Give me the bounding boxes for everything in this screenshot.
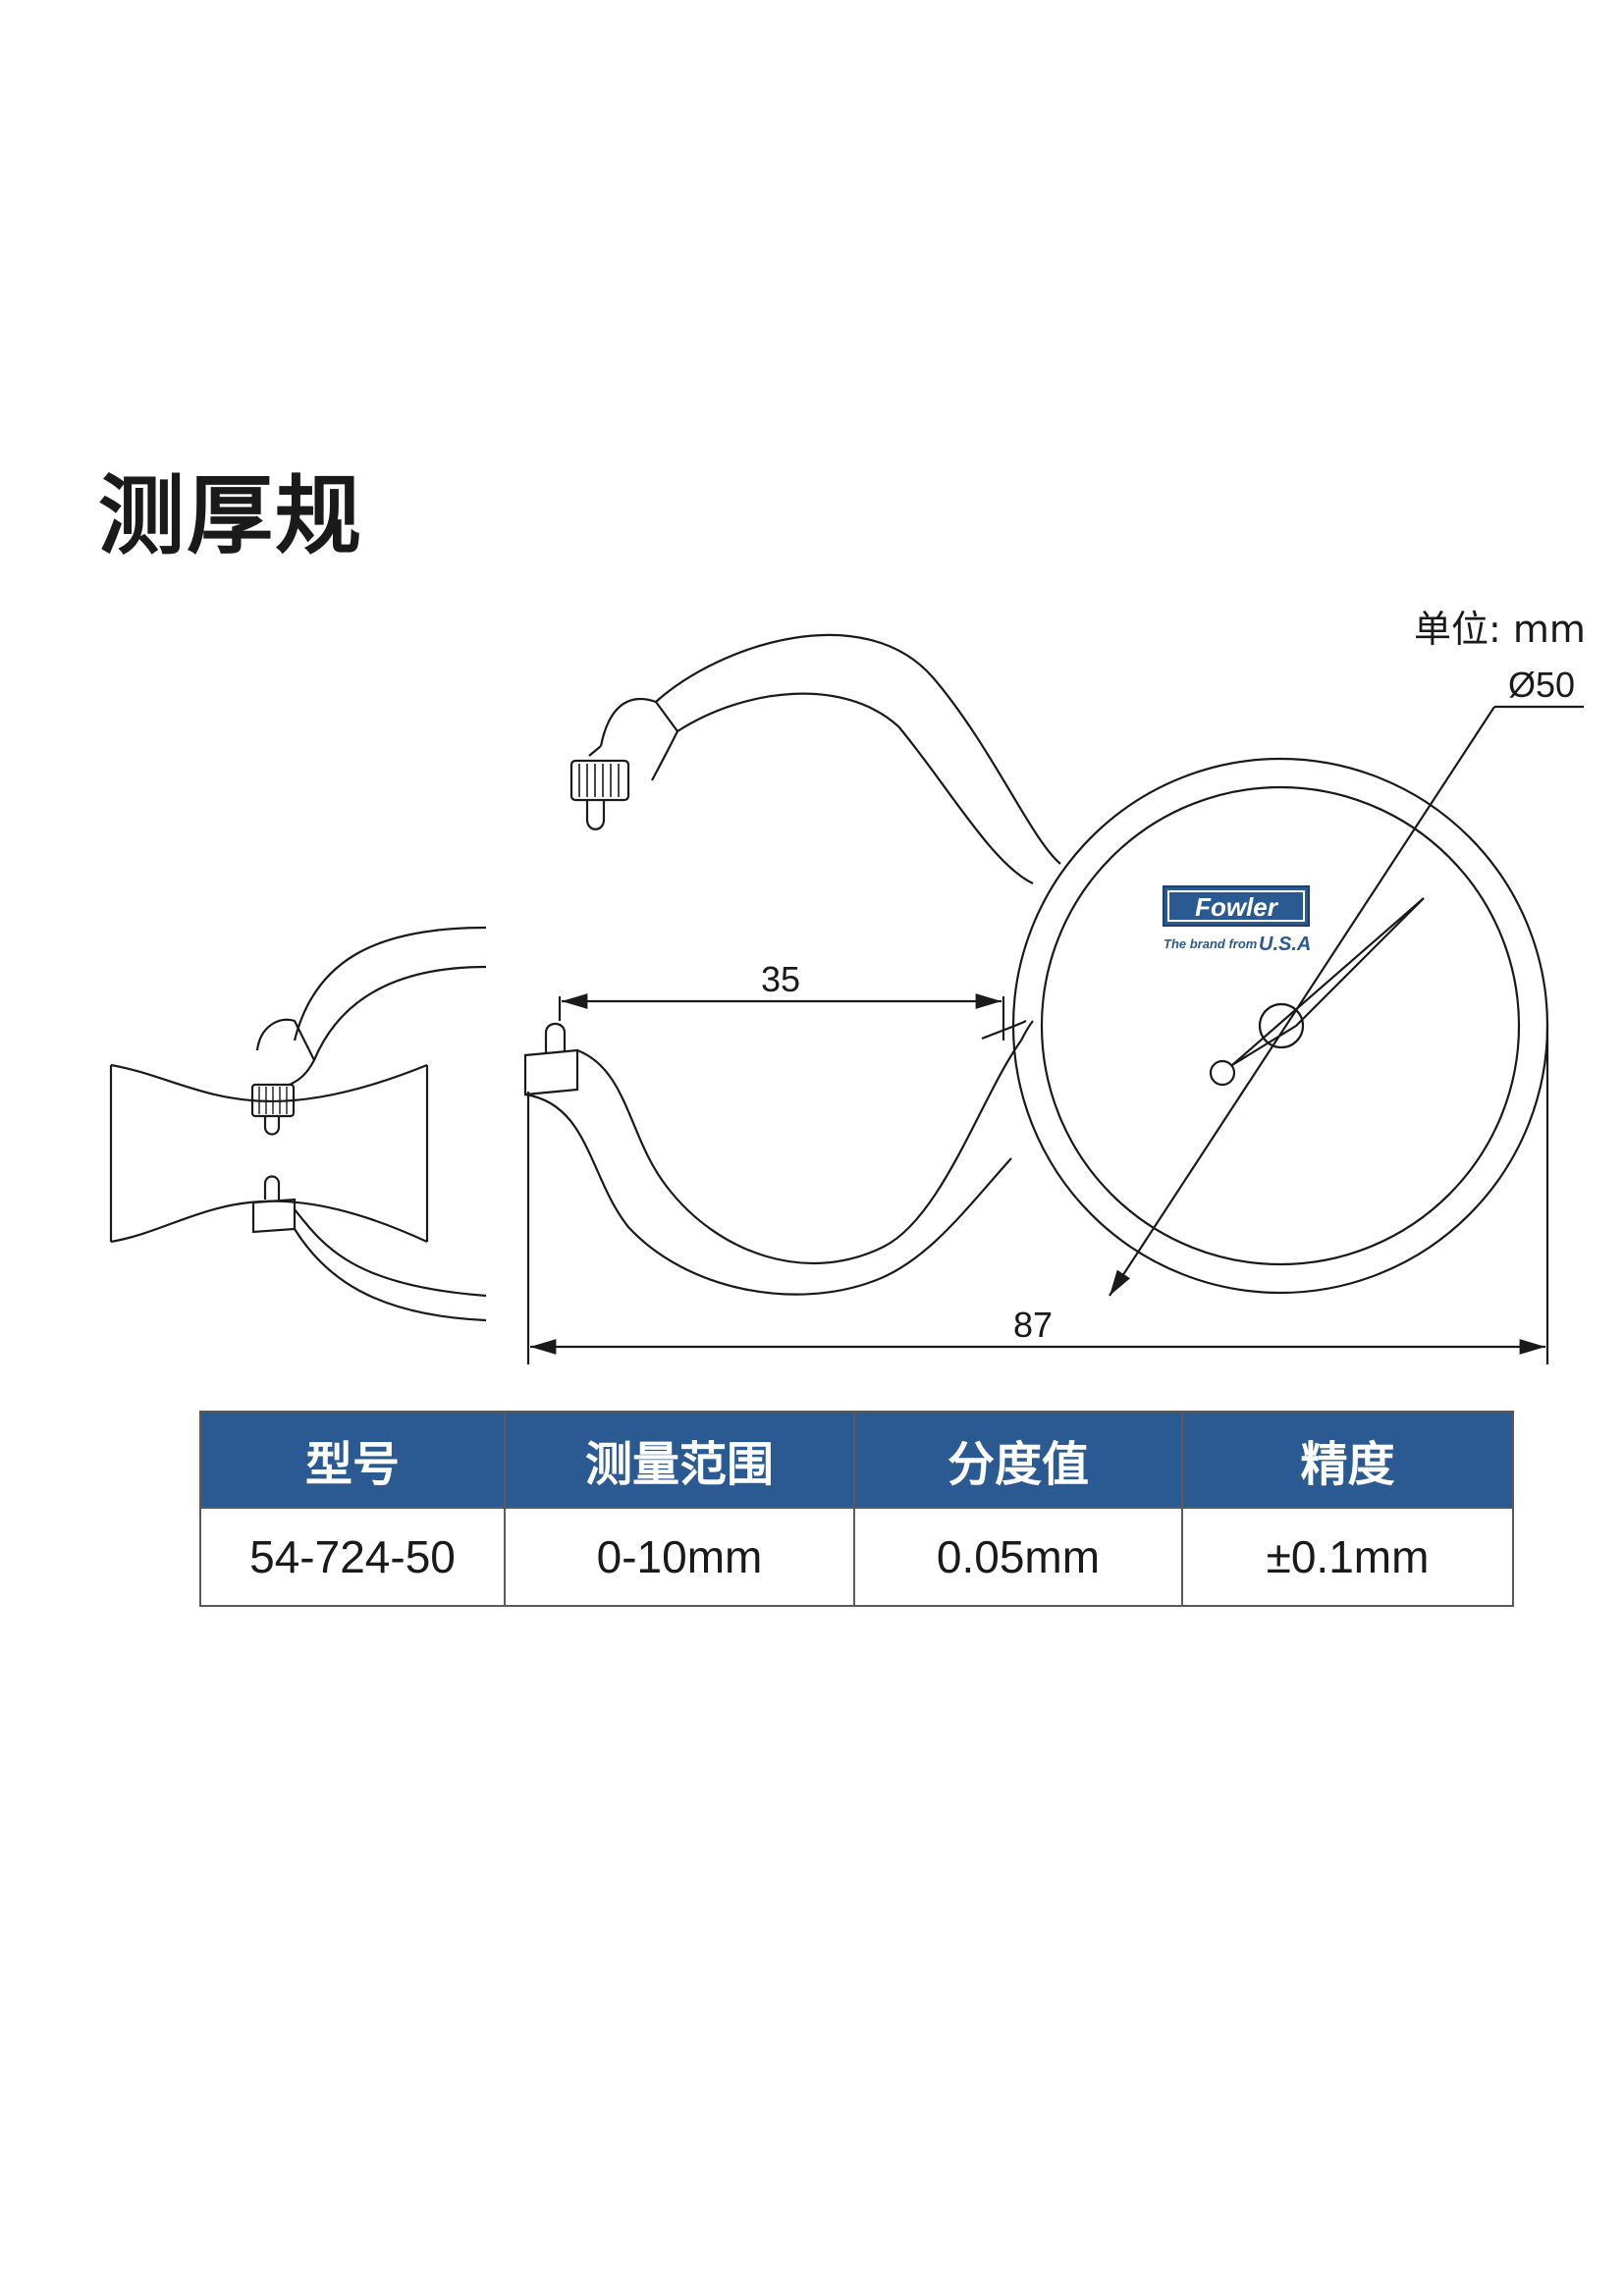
upper-knurl-nut — [569, 759, 630, 802]
unit-label: 单位: mm — [1414, 608, 1586, 651]
dial-needle — [1231, 897, 1425, 1066]
dim-diameter: Ø50 — [1508, 665, 1575, 705]
dim-87: 87 — [1013, 1305, 1053, 1345]
cell-model: 54-724-50 — [199, 1507, 506, 1607]
table-header-row: 型号 测量范围 分度值 精度 — [199, 1411, 1514, 1508]
table-row: 54-724-50 0-10mm 0.05mm ±0.1mm — [199, 1507, 1514, 1607]
cell-graduation: 0.05mm — [853, 1507, 1183, 1607]
cell-accuracy: ±0.1mm — [1181, 1507, 1514, 1607]
inset-knurl-nut — [250, 1083, 296, 1118]
needle-tail-circle — [1209, 1059, 1236, 1087]
header-graduation: 分度值 — [853, 1411, 1183, 1508]
dial-outer-ring — [1011, 757, 1549, 1295]
logo-origin: U.S.A — [1259, 934, 1311, 955]
lower-jaw-arm — [576, 1040, 1022, 1265]
header-model: 型号 — [199, 1411, 506, 1508]
logo-brand: Fowler — [1195, 892, 1279, 922]
fowler-logo: Fowler The brand from U.S.A — [1163, 885, 1311, 955]
cell-range: 0-10mm — [504, 1507, 855, 1607]
dial-inner-ring — [1040, 785, 1521, 1266]
header-range: 测量范围 — [504, 1411, 855, 1508]
header-accuracy: 精度 — [1181, 1411, 1514, 1508]
upper-jaw-arm — [655, 633, 1061, 865]
dim-35: 35 — [761, 959, 800, 999]
spec-table: 型号 测量范围 分度值 精度 54-724-50 0-10mm 0.05mm ±… — [199, 1411, 1514, 1607]
dial-hub — [1258, 1002, 1305, 1049]
logo-tagline: The brand from — [1164, 936, 1258, 951]
page-title: 测厚规 — [98, 465, 364, 566]
inset-detail — [109, 926, 487, 1322]
